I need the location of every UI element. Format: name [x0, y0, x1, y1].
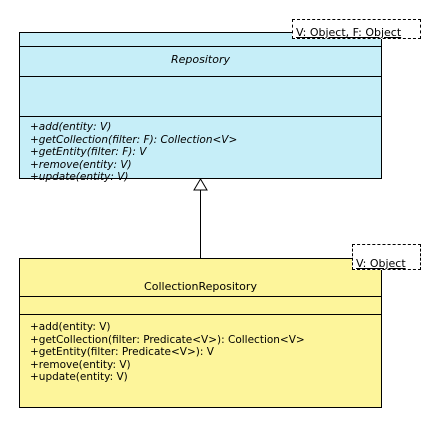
repository-template-parameters: V: Object, F: Object [292, 19, 421, 39]
repository-class[interactable]: Repository +add(entity: V)+getCollection… [19, 32, 382, 183]
operation[interactable]: +getEntity(filter: F): V [30, 146, 147, 158]
collection-repository-class[interactable]: CollectionRepository +add(entity: V)+get… [19, 258, 382, 408]
operation[interactable]: +getCollection(filter: Predicate<V>): Co… [30, 333, 305, 346]
operation[interactable]: +remove(entity: V) [30, 358, 131, 371]
collection-repository-operations-compartment: +add(entity: V)+getCollection(filter: Pr… [20, 315, 381, 407]
operation[interactable]: +add(entity: V) [30, 121, 112, 133]
repository-class-name: Repository [20, 47, 381, 77]
operation[interactable]: +getCollection(filter: F): Collection<V> [30, 133, 238, 146]
operation[interactable]: +add(entity: V) [30, 321, 111, 333]
collection-repository-attributes-compartment [20, 297, 381, 315]
collection-repository-template-parameters: V: Object [352, 244, 421, 270]
operation[interactable]: +update(entity: V) [30, 171, 129, 183]
operation[interactable]: +remove(entity: V) [30, 158, 132, 171]
repository-operations-compartment: +add(entity: V)+getCollection(filter: F)… [20, 117, 381, 183]
repository-header-band [20, 33, 381, 47]
operation[interactable]: +getEntity(filter: Predicate<V>): V [30, 346, 214, 358]
collection-repository-class-name: CollectionRepository [20, 271, 381, 297]
collection-repository-header-band [20, 259, 381, 271]
repository-attributes-compartment [20, 77, 381, 117]
operation[interactable]: +update(entity: V) [30, 371, 128, 383]
